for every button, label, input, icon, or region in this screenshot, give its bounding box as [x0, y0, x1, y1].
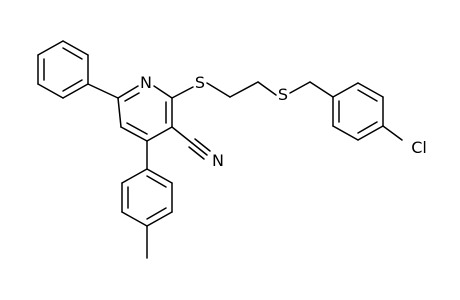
bond: [171, 126, 193, 144]
bond: [37, 83, 64, 99]
tolyl-ring: [121, 168, 173, 259]
bond: [289, 81, 311, 94]
bond: [117, 97, 122, 128]
nitrile-nitrogen-label: N: [212, 151, 224, 170]
bond: [121, 168, 148, 184]
bond: [62, 40, 89, 56]
bond: [117, 85, 139, 99]
triple-bond: [191, 142, 208, 156]
bond: [120, 126, 148, 142]
bond: [382, 125, 403, 141]
double-bond: [357, 121, 378, 134]
bond: [146, 211, 173, 227]
phenyl-ring: [37, 40, 89, 99]
triple-bond: [194, 138, 211, 152]
thioether-chain: [171, 81, 334, 99]
bond: [121, 211, 148, 227]
sulfur-label-2: S: [278, 85, 288, 104]
bond: [332, 82, 359, 98]
chlorophenyl-ring: [332, 82, 403, 141]
bond: [257, 81, 277, 96]
double-bond: [126, 122, 148, 135]
bond: [87, 83, 119, 99]
double-bond: [62, 47, 83, 60]
bond: [332, 125, 359, 141]
bond: [357, 82, 384, 98]
bond: [171, 86, 194, 99]
bond: [62, 83, 89, 99]
double-bond: [146, 175, 167, 188]
chlorine-label: Cl: [411, 138, 427, 157]
bond: [153, 85, 173, 99]
triple-bond: [188, 146, 205, 160]
nitrile-group: [171, 126, 211, 160]
bond: [37, 40, 64, 56]
bond: [146, 126, 173, 142]
double-bond: [357, 89, 378, 102]
bond: [146, 168, 173, 184]
pyridine-nitrogen-label: N: [140, 73, 152, 92]
bond: [309, 81, 334, 98]
double-bond: [124, 92, 140, 102]
pyridine-ring: [117, 85, 173, 142]
bond: [357, 125, 384, 141]
bond: [206, 82, 231, 98]
sulfur-label-1: S: [195, 73, 205, 92]
double-bond: [62, 79, 83, 92]
bond: [229, 81, 259, 98]
double-bond: [146, 207, 167, 220]
